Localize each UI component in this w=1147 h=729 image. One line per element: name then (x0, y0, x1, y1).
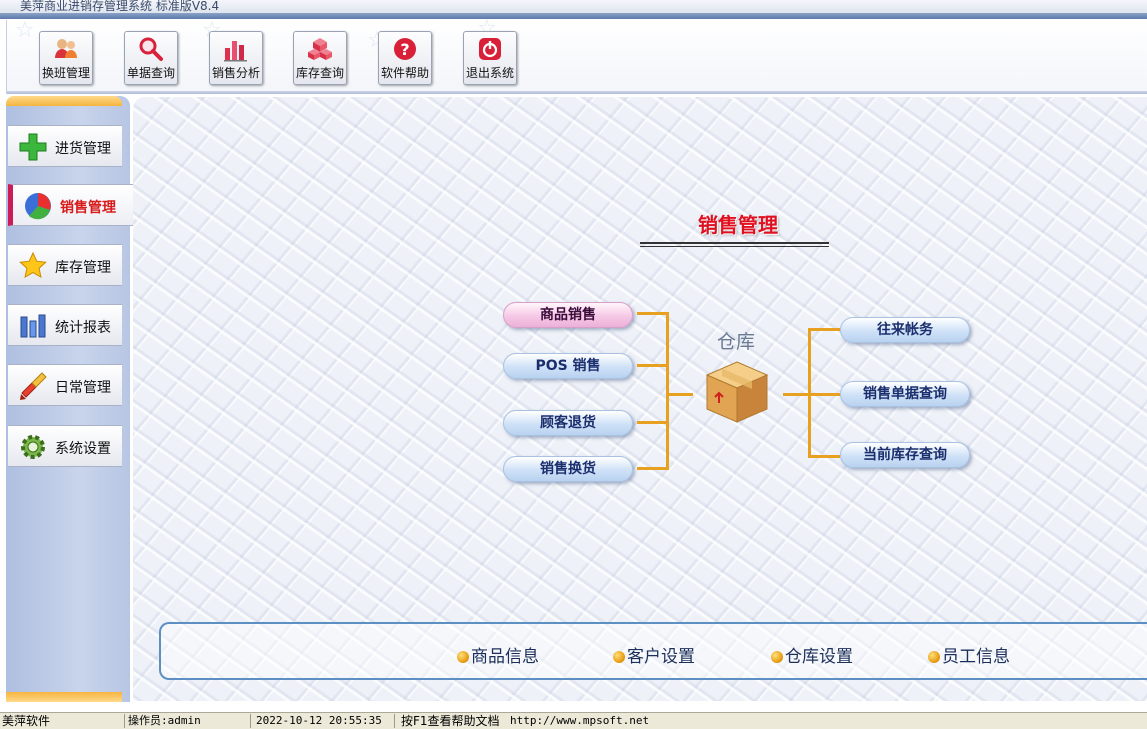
sales-analysis-button[interactable]: 销售分析 (209, 31, 263, 85)
connector-line (808, 455, 840, 458)
main-panel: 销售管理 商品销售 POS 销售 顾客退货 销售换货 仓库 往来帐务 销售单据查… (133, 97, 1147, 701)
connector-line (808, 393, 840, 396)
status-company: 美萍软件 (2, 714, 125, 728)
current-stock-query-button[interactable]: 当前库存查询 (840, 442, 970, 468)
star-icon (19, 251, 47, 278)
shift-management-button[interactable]: 换班管理 (39, 31, 93, 85)
bar-chart-icon (20, 314, 46, 338)
connector-line (637, 467, 667, 470)
stock-query-button[interactable]: 库存查询 (293, 31, 347, 85)
document-query-button[interactable]: 单据查询 (124, 31, 178, 85)
title-bar: 美萍商业进销存管理系统 标准版V8.4 (0, 0, 1147, 13)
bullet-icon (457, 651, 469, 663)
software-help-button[interactable]: ? 软件帮助 (378, 31, 432, 85)
connector-line (637, 364, 667, 367)
toolbar: ☆ ☆ ☆ ☆ 换班管理 单据查询 销售分析 库存查询 ? (6, 16, 1147, 94)
bullet-icon (928, 651, 940, 663)
title-underline (640, 246, 829, 247)
footer-link-label: 客户设置 (627, 647, 695, 667)
magnifier-icon (139, 37, 163, 61)
svg-text:?: ? (400, 40, 409, 59)
product-sales-button[interactable]: 商品销售 (503, 302, 633, 328)
connector-line (666, 312, 669, 470)
product-info-link[interactable]: 商品信息 (457, 642, 539, 667)
toolbar-button-label: 换班管理 (41, 66, 90, 80)
customer-return-button[interactable]: 顾客退货 (503, 410, 633, 436)
page-title: 销售管理 (698, 213, 778, 237)
toolbar-button-label: 退出系统 (465, 66, 514, 80)
bullet-icon (613, 651, 625, 663)
sidebar-item-inventory[interactable]: 库存管理 (8, 244, 122, 286)
warehouse-settings-link[interactable]: 仓库设置 (771, 642, 853, 667)
connector-line (783, 393, 811, 396)
sidebar-item-label: 系统设置 (55, 441, 111, 457)
pos-sales-button[interactable]: POS 销售 (503, 353, 633, 379)
green-plus-icon (19, 133, 47, 161)
sidebar-bottom-strip (6, 692, 122, 702)
users-icon (55, 39, 77, 58)
sidebar-item-label: 库存管理 (55, 260, 111, 276)
sales-exchange-button[interactable]: 销售换货 (503, 456, 633, 482)
status-bar: 美萍软件 操作员:admin 2022-10-12 20:55:35 按F1查看… (0, 712, 1147, 729)
footer-link-label: 商品信息 (471, 647, 539, 667)
star-decoration-icon: ☆ (15, 18, 35, 43)
connector-line (666, 393, 693, 396)
sidebar-item-reports[interactable]: 统计报表 (8, 304, 122, 346)
window-title: 美萍商业进销存管理系统 标准版V8.4 (20, 0, 220, 13)
warehouse-label: 仓库 (717, 331, 756, 353)
accounts-button[interactable]: 往来帐务 (840, 317, 970, 343)
toolbar-button-label: 库存查询 (295, 66, 344, 80)
power-icon (479, 38, 501, 60)
gear-icon (21, 435, 45, 459)
connector-line (637, 312, 667, 315)
title-divider (0, 13, 1147, 19)
toolbar-button-label: 单据查询 (126, 66, 175, 80)
status-url: http://www.mpsoft.net (510, 714, 650, 727)
customer-settings-link[interactable]: 客户设置 (613, 642, 695, 667)
title-underline (640, 242, 829, 244)
toolbar-button-label: 销售分析 (211, 66, 260, 80)
sidebar-item-label: 统计报表 (55, 320, 111, 336)
sidebar-item-label: 销售管理 (60, 200, 116, 216)
help-icon: ? (394, 38, 416, 60)
bullet-icon (771, 651, 783, 663)
connector-line (808, 328, 840, 331)
sidebar-item-label: 进货管理 (55, 141, 111, 157)
boxes-icon (308, 38, 332, 60)
sales-document-query-button[interactable]: 销售单据查询 (840, 381, 970, 407)
bar-chart-icon (224, 41, 247, 62)
sidebar-item-daily[interactable]: 日常管理 (8, 364, 122, 406)
sidebar-item-label: 日常管理 (55, 380, 111, 396)
footer-link-label: 员工信息 (942, 647, 1010, 667)
pie-chart-icon (25, 193, 51, 220)
brush-icon (20, 372, 47, 400)
footer-links-panel: 商品信息 客户设置 仓库设置 员工信息 (159, 622, 1147, 680)
sidebar: 进货管理 销售管理 库存管理 统计报表 日常管理 (6, 96, 139, 702)
sidebar-top-strip (6, 96, 122, 106)
toolbar-button-label: 软件帮助 (380, 66, 429, 80)
status-help-hint: 按F1查看帮助文档 (401, 714, 500, 728)
employee-info-link[interactable]: 员工信息 (928, 642, 1010, 667)
sidebar-item-sales[interactable]: 销售管理 (8, 184, 139, 226)
warehouse-box-icon (705, 361, 769, 423)
status-operator: 操作员:admin (128, 714, 251, 728)
footer-link-label: 仓库设置 (785, 647, 853, 667)
sidebar-item-settings[interactable]: 系统设置 (8, 425, 122, 467)
exit-system-button[interactable]: 退出系统 (463, 31, 517, 85)
toolbar-divider (7, 91, 1147, 94)
sidebar-item-purchase[interactable]: 进货管理 (8, 125, 122, 167)
connector-line (637, 421, 667, 424)
status-datetime: 2022-10-12 20:55:35 (256, 714, 395, 728)
